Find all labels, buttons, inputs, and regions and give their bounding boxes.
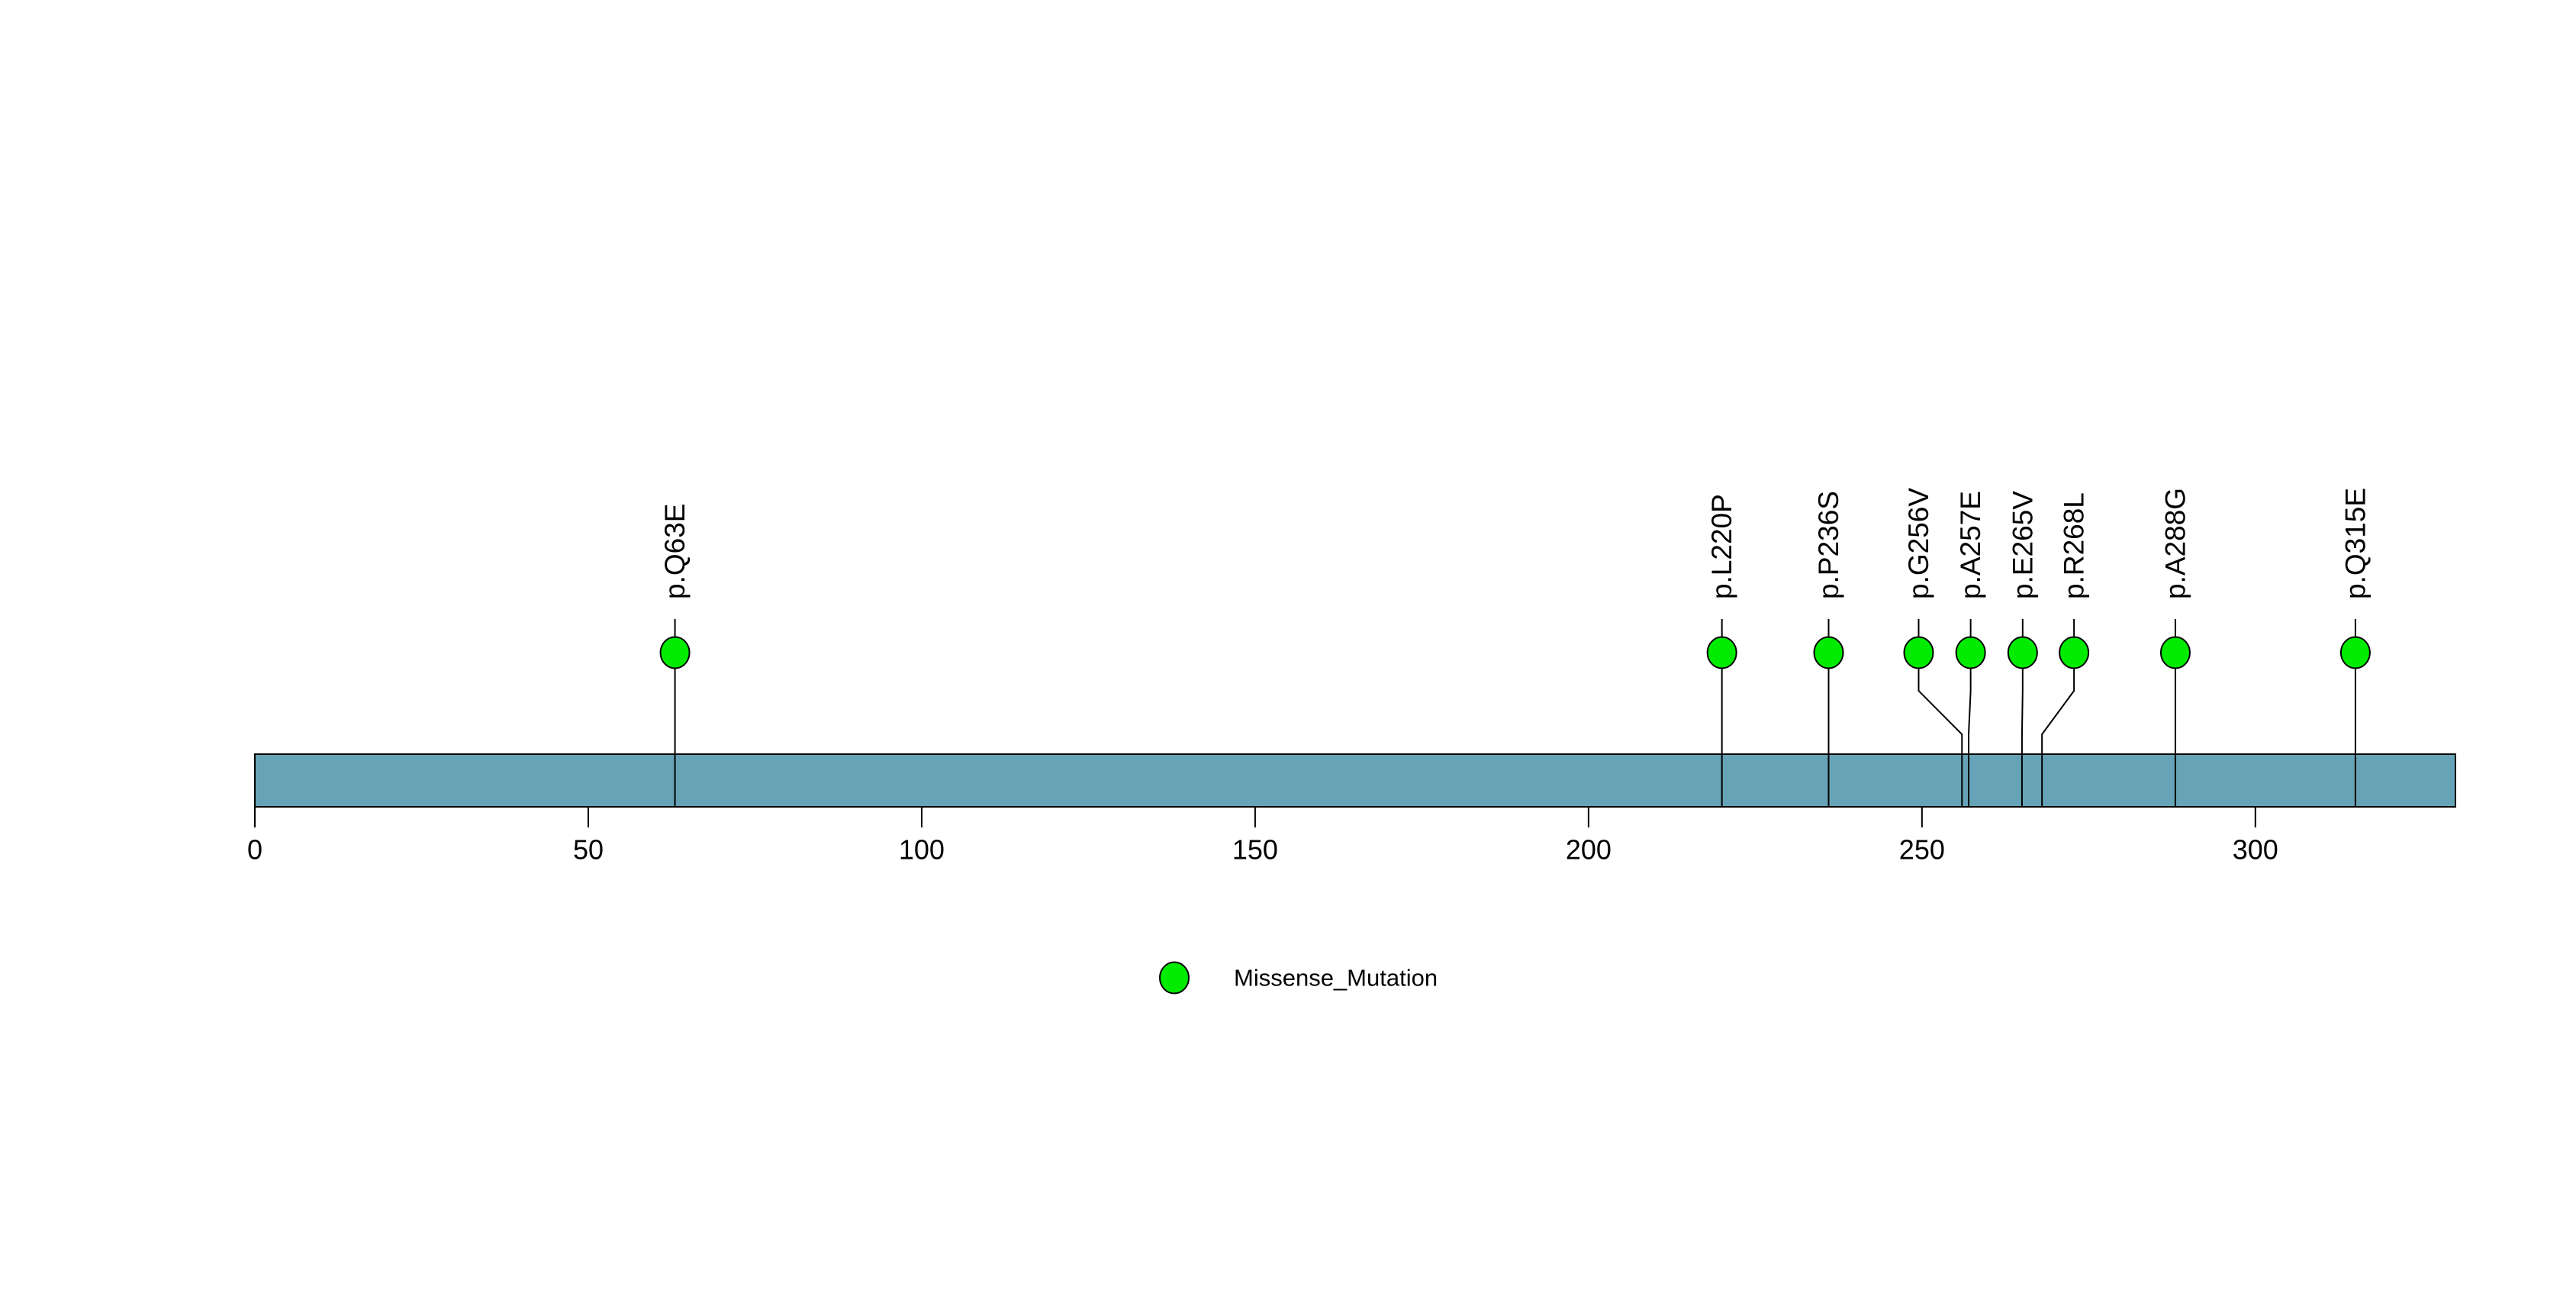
mutation-label: p.L220P xyxy=(1706,494,1737,599)
legend-label: Missense_Mutation xyxy=(1234,965,1438,992)
mutation-label: p.A288G xyxy=(2159,488,2191,599)
axis-tick-label: 100 xyxy=(899,834,945,866)
mutation-marker xyxy=(1903,636,1934,669)
mutation-label: p.R268L xyxy=(2059,492,2090,599)
mutation-marker xyxy=(2339,636,2371,669)
protein-backbone xyxy=(254,753,2456,808)
mutation-label: p.Q315E xyxy=(2339,488,2371,599)
mutation-label: p.E265V xyxy=(2007,491,2038,599)
axis-tick-label: 250 xyxy=(1899,834,1945,866)
axis-tick-label: 200 xyxy=(1566,834,1612,866)
mutation-marker xyxy=(659,636,691,669)
mutation-marker xyxy=(1955,636,1986,669)
legend-marker xyxy=(1159,961,1190,995)
mutation-marker xyxy=(1813,636,1844,669)
mutation-marker xyxy=(2007,636,2038,669)
mutation-marker xyxy=(1706,636,1737,669)
mutation-label: p.Q63E xyxy=(659,504,691,599)
mutation-label: p.P236S xyxy=(1813,491,1844,599)
mutation-label: p.G256V xyxy=(1903,488,1934,599)
axis-tick-label: 300 xyxy=(2233,834,2278,866)
axis-tick-label: 50 xyxy=(573,834,604,866)
mutation-label: p.A257E xyxy=(1955,491,1986,599)
mutation-marker xyxy=(2159,636,2191,669)
axis-tick-label: 0 xyxy=(247,834,262,866)
axis-tick-label: 150 xyxy=(1232,834,1278,866)
mutation-marker xyxy=(2059,636,2090,669)
